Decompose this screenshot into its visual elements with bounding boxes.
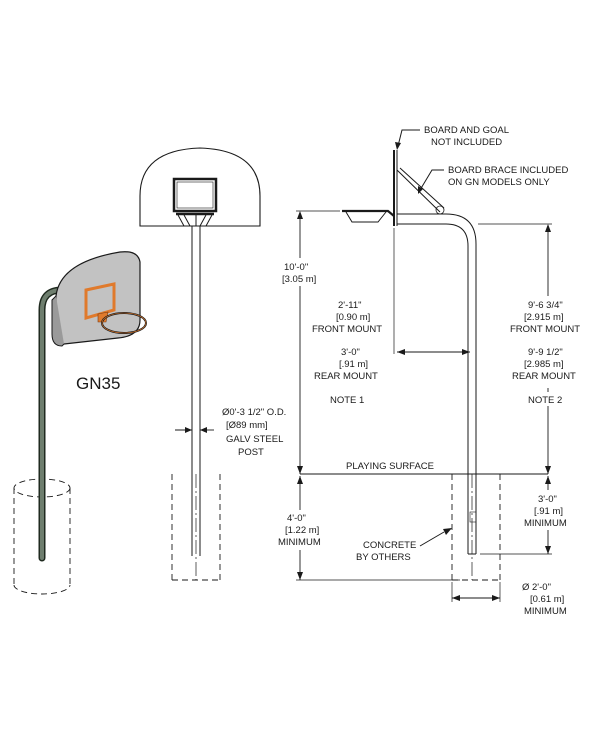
svg-text:[2.915 m]: [2.915 m] — [524, 312, 564, 323]
front-mount-offset-label: 2'-11" — [338, 300, 362, 311]
concrete-callout: CONCRETE — [363, 540, 416, 551]
front-backboard — [139, 147, 261, 227]
model-label: GN35 — [76, 374, 120, 393]
note1-label: NOTE 1 — [330, 395, 364, 406]
svg-text:FRONT MOUNT: FRONT MOUNT — [510, 324, 580, 335]
board-brace-callout: BOARD BRACE INCLUDED — [448, 165, 568, 176]
svg-text:ON GN MODELS ONLY: ON GN MODELS ONLY — [448, 177, 550, 188]
svg-text:[2.985 m]: [2.985 m] — [524, 359, 564, 370]
dimensions: 10'-0" [3.05 m] 4'-0" [1.22 m] MINIMUM 2… — [276, 210, 584, 617]
svg-text:FRONT MOUNT: FRONT MOUNT — [312, 324, 382, 335]
svg-text:[.91 m]: [.91 m] — [339, 359, 368, 370]
height-label: 10'-0" — [284, 262, 308, 273]
isometric-view: GN35 — [13, 251, 147, 595]
front-target-square — [172, 177, 218, 213]
svg-text:[.91 m]: [.91 m] — [534, 506, 563, 517]
front-height-label: 9'-6 3/4" — [528, 300, 563, 311]
svg-text:MINIMUM: MINIMUM — [524, 606, 567, 617]
side-post-inner — [397, 223, 469, 554]
footing-bottom-arc — [13, 584, 71, 595]
post-od-label: Ø0'-3 1/2" O.D. — [222, 407, 286, 418]
svg-text:BY OTHERS: BY OTHERS — [356, 552, 411, 563]
board-goal-leader — [397, 129, 420, 147]
front-view: Ø0'-3 1/2" O.D. [Ø89 mm] GALV STEEL POST — [139, 147, 286, 581]
svg-text:[0.61 m]: [0.61 m] — [530, 594, 564, 605]
iso-backboard — [55, 251, 141, 345]
note2-label: NOTE 2 — [528, 395, 562, 406]
svg-text:[0.90 m]: [0.90 m] — [336, 312, 370, 323]
svg-text:MINIMUM: MINIMUM — [524, 518, 567, 529]
depth-label: 4'-0" — [287, 513, 306, 524]
playing-surface-label: PLAYING SURFACE — [346, 461, 434, 472]
embed-label: 3'-0" — [538, 494, 557, 505]
svg-text:GALV STEEL: GALV STEEL — [226, 434, 283, 445]
svg-text:POST: POST — [238, 447, 264, 458]
side-view — [342, 150, 501, 581]
iso-target-square — [84, 282, 116, 320]
callouts: BOARD AND GOAL NOT INCLUDED BOARD BRACE … — [356, 125, 568, 563]
footing-diameter-label: Ø 2'-0" — [522, 582, 551, 593]
svg-text:[Ø89 mm]: [Ø89 mm] — [226, 420, 268, 431]
rear-height-label: 9'-9 1/2" — [528, 347, 563, 358]
side-post-outer — [397, 213, 477, 554]
playing-surface: PLAYING SURFACE — [300, 461, 548, 475]
svg-text:REAR MOUNT: REAR MOUNT — [512, 371, 576, 382]
side-rim — [342, 209, 395, 217]
svg-text:[3.05 m]: [3.05 m] — [282, 274, 316, 285]
rear-mount-offset-label: 3'-0" — [341, 347, 360, 358]
svg-text:NOT INCLUDED: NOT INCLUDED — [431, 137, 502, 148]
svg-text:[1.22 m]: [1.22 m] — [285, 525, 319, 536]
board-brace-leader — [419, 169, 444, 191]
concrete-leader — [419, 531, 445, 547]
svg-text:REAR MOUNT: REAR MOUNT — [314, 371, 378, 382]
svg-text:MINIMUM: MINIMUM — [278, 537, 321, 548]
board-goal-callout: BOARD AND GOAL — [424, 125, 509, 136]
